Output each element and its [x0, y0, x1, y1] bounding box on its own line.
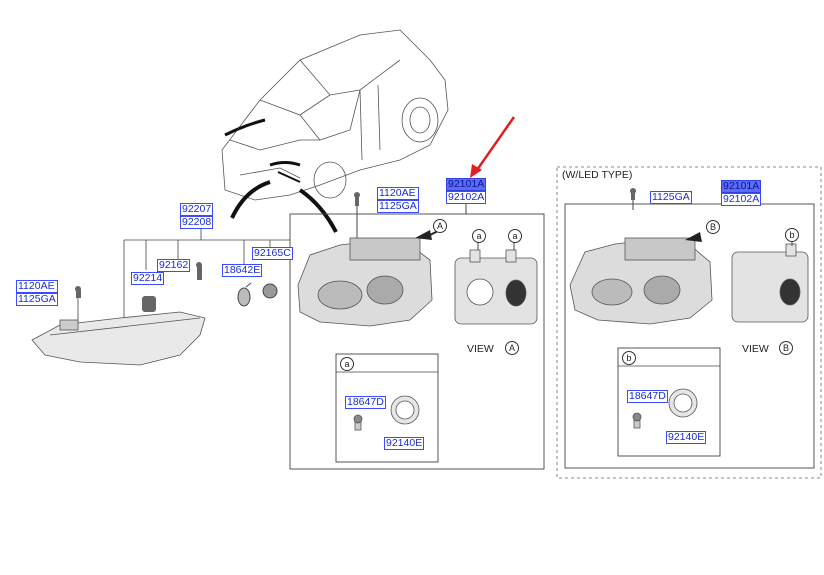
callout-a-upper[interactable]: A: [433, 219, 447, 233]
part-1120ae-top[interactable]: 1120AE: [377, 187, 419, 200]
vehicle-outline: [221, 29, 449, 201]
view-b-label: VIEW: [742, 343, 769, 355]
part-group-top-bolt: 1120AE 1125GA: [377, 187, 419, 213]
part-92102a[interactable]: 92102A: [446, 191, 487, 204]
part-1125ga-left[interactable]: 1125GA: [16, 293, 58, 306]
callout-b-subbox[interactable]: b: [622, 351, 636, 365]
drl-lamp-shape: [31, 311, 206, 366]
led-part-92140e[interactable]: 92140E: [666, 431, 707, 444]
led-part-group-headlamp: 92101A 92102A: [721, 180, 762, 206]
part-18647d[interactable]: 18647D: [345, 396, 386, 409]
view-a-housing: [454, 257, 538, 325]
part-92165c[interactable]: 92165C: [252, 247, 293, 260]
callout-view-a[interactable]: A: [505, 341, 519, 355]
highlight-arrow: [475, 116, 516, 171]
part-1120ae-left[interactable]: 1120AE: [16, 280, 58, 293]
led-part-92101a[interactable]: 92101A: [721, 180, 762, 193]
part-92162[interactable]: 92162: [157, 259, 191, 272]
led-part-1125ga[interactable]: 1125GA: [650, 191, 692, 204]
part-18642e[interactable]: 18642E: [222, 264, 263, 277]
part-92208[interactable]: 92208: [180, 216, 214, 229]
part-92207[interactable]: 92207: [180, 203, 214, 216]
led-part-18647d[interactable]: 18647D: [627, 390, 668, 403]
callout-b-upper[interactable]: B: [706, 220, 720, 234]
led-type-label: (W/LED TYPE): [562, 169, 633, 181]
part-group-left-bolt: 1120AE 1125GA: [16, 280, 58, 306]
part-92101a[interactable]: 92101A: [446, 178, 487, 191]
part-92140e[interactable]: 92140E: [384, 437, 425, 450]
part-group-headlamp: 92101A 92102A: [446, 178, 487, 204]
view-a-label: VIEW: [467, 343, 494, 355]
callout-a-lower-1[interactable]: a: [472, 229, 486, 243]
part-1125ga-top[interactable]: 1125GA: [377, 200, 419, 213]
callout-view-b[interactable]: B: [779, 341, 793, 355]
part-92214[interactable]: 92214: [131, 272, 165, 285]
part-group-drl: 92207 92208: [180, 203, 214, 229]
callout-a-subbox[interactable]: a: [340, 357, 354, 371]
led-part-92102a[interactable]: 92102A: [721, 193, 762, 206]
callout-b-lower[interactable]: b: [785, 228, 799, 242]
callout-a-lower-2[interactable]: a: [508, 229, 522, 243]
